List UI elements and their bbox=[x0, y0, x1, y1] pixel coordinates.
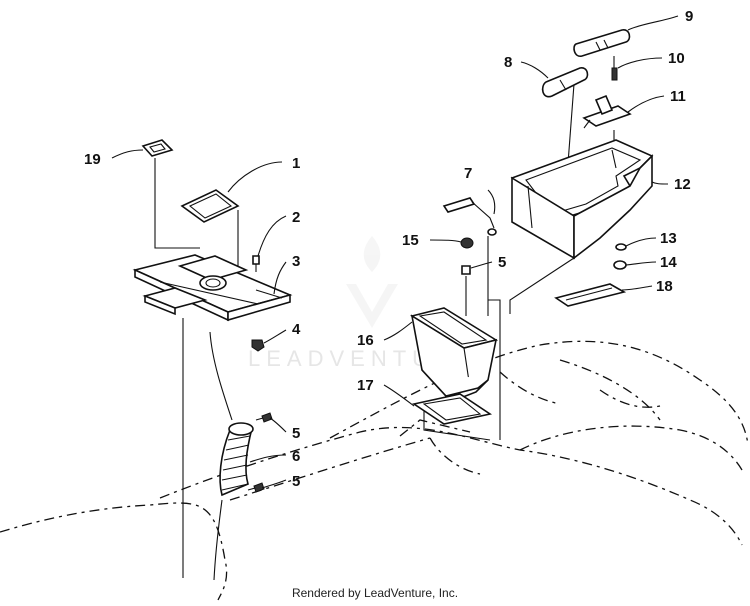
part-10-screw bbox=[611, 67, 618, 81]
callout-16: 16 bbox=[357, 332, 374, 349]
callout-17: 17 bbox=[357, 377, 374, 394]
part-2-screw bbox=[252, 255, 260, 272]
part-9-handle-grip bbox=[573, 29, 631, 57]
callout-10: 10 bbox=[668, 50, 685, 67]
part-5-screw-upper bbox=[255, 412, 273, 423]
part-12-storage-tray bbox=[510, 139, 654, 260]
callout-11: 11 bbox=[670, 88, 686, 105]
part-11-latch-bracket bbox=[582, 94, 632, 129]
callout-5-upper: 5 bbox=[292, 425, 300, 442]
part-17-mounting-plate bbox=[411, 393, 493, 425]
part-6-flexible-hose bbox=[219, 422, 254, 497]
part-5-screw-lower bbox=[247, 482, 265, 493]
callout-5-center: 5 bbox=[498, 254, 506, 271]
part-15-grommet bbox=[460, 237, 474, 249]
part-8-handle-grip bbox=[541, 67, 589, 98]
part-5-screw-center bbox=[461, 265, 471, 275]
part-13-washer bbox=[615, 243, 627, 251]
callout-18: 18 bbox=[656, 278, 673, 295]
callout-19: 19 bbox=[84, 151, 101, 168]
callout-3: 3 bbox=[292, 253, 300, 270]
part-4-nut bbox=[251, 339, 265, 352]
callout-7: 7 bbox=[464, 165, 472, 182]
part-3-base-plate bbox=[132, 254, 293, 322]
snowmobile-body-outline bbox=[0, 340, 749, 601]
part-1-gasket-plate bbox=[180, 189, 240, 223]
callout-numbers: 19 1 2 3 4 5 6 5 7 8 9 10 11 12 13 14 18… bbox=[84, 8, 693, 490]
callout-8: 8 bbox=[504, 54, 512, 71]
callout-6: 6 bbox=[292, 448, 300, 465]
callout-14: 14 bbox=[660, 254, 677, 271]
callout-1: 1 bbox=[292, 155, 300, 172]
callout-leaders bbox=[111, 15, 679, 489]
part-14-nut bbox=[613, 260, 627, 270]
callout-15: 15 bbox=[402, 232, 419, 249]
part-18-seal-strip bbox=[554, 283, 627, 307]
callout-12: 12 bbox=[674, 176, 691, 193]
callout-4: 4 bbox=[292, 321, 301, 338]
part-7-latch-arm bbox=[442, 197, 497, 236]
part-19-gasket bbox=[141, 139, 174, 157]
callout-9: 9 bbox=[685, 8, 693, 25]
part-16-intake-duct bbox=[409, 307, 499, 403]
callout-5-lower: 5 bbox=[292, 473, 300, 490]
render-credit-footer: Rendered by LeadVenture, Inc. bbox=[291, 586, 459, 600]
callout-2: 2 bbox=[292, 209, 300, 226]
callout-13: 13 bbox=[660, 230, 677, 247]
